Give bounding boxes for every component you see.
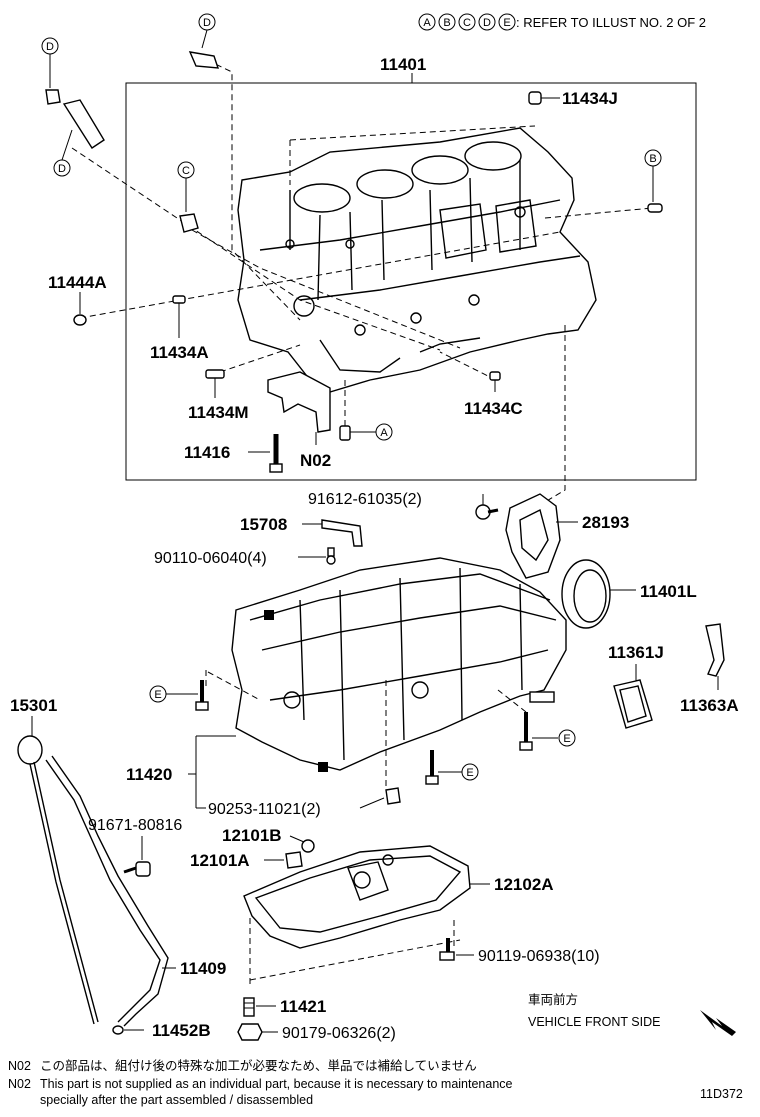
- part-11444A-label[interactable]: 11444A: [48, 273, 107, 292]
- part-11363A-seal: [705, 623, 725, 677]
- part-91612-bolt: [475, 504, 499, 520]
- note-n02-en-line1: This part is not supplied as an individu…: [40, 1077, 513, 1091]
- part-bolt-e-center: [425, 750, 439, 785]
- part-91612-label[interactable]: 91612-61035(2): [308, 491, 422, 508]
- part-12102A-oil-pan: [243, 845, 471, 949]
- part-11452B-oring: [112, 1025, 124, 1035]
- part-90119-bolt: [439, 938, 455, 961]
- part-90110-bolt: [326, 547, 336, 565]
- part-11416-bolt: [269, 434, 283, 473]
- part-28193-gasket: [505, 493, 561, 579]
- callout-e-left: E: [154, 689, 161, 701]
- part-11444A-plug: [73, 314, 87, 326]
- part-12101B-label[interactable]: 12101B: [222, 826, 282, 845]
- part-11401L-label[interactable]: 11401L: [640, 582, 697, 601]
- part-11434C-label[interactable]: 11434C: [464, 399, 523, 418]
- part-90179-nut: [237, 1023, 263, 1041]
- part-bolt-d: [45, 89, 61, 105]
- part-bolt-e-right: [519, 712, 533, 751]
- part-11409-guide-tube: [45, 755, 169, 1027]
- callout-c: C: [182, 165, 190, 177]
- part-11434J-label[interactable]: 11434J: [562, 89, 618, 108]
- callout-e-center: E: [466, 767, 473, 779]
- part-11401L-oil-seal: [561, 559, 611, 629]
- vehicle-front-en: VEHICLE FRONT SIDE: [528, 1015, 660, 1029]
- part-11416-label[interactable]: 11416: [184, 443, 230, 462]
- part-12101A-plug: [285, 851, 303, 869]
- part-90179-label[interactable]: 90179-06326(2): [282, 1025, 396, 1042]
- part-90110-label[interactable]: 90110-06040(4): [154, 550, 267, 567]
- ref-letter-d: D: [483, 17, 491, 29]
- callout-d-left: D: [46, 41, 54, 53]
- ref-letter-e: E: [503, 17, 510, 29]
- part-11420-label[interactable]: 11420: [126, 765, 172, 784]
- part-pin-b: [647, 203, 663, 213]
- part-12101B-gasket: [301, 839, 315, 853]
- part-11361J-cover: [613, 679, 653, 729]
- part-N02-label[interactable]: N02: [300, 451, 331, 470]
- part-11434A-pin: [172, 295, 186, 304]
- part-90119-label[interactable]: 90119-06938(10): [478, 948, 600, 965]
- part-90253-label[interactable]: 90253-11021(2): [208, 801, 321, 818]
- ref-note: : REFER TO ILLUST NO. 2 OF 2: [516, 15, 706, 30]
- callout-b: B: [649, 153, 656, 165]
- part-11434A-label[interactable]: 11434A: [150, 343, 209, 362]
- part-90253-plug: [385, 787, 401, 805]
- callout-e-right: E: [563, 733, 570, 745]
- part-12102A-label[interactable]: 12102A: [494, 875, 554, 894]
- crankcase: [231, 557, 567, 772]
- callout-d-top: D: [203, 17, 211, 29]
- part-sensor-d-left: [62, 99, 105, 149]
- callout-a: A: [380, 427, 388, 439]
- part-11434J-pin: [528, 91, 542, 105]
- part-sensor-c: [179, 213, 199, 233]
- cylinder-block: [237, 127, 597, 393]
- part-11434M-label[interactable]: 11434M: [188, 403, 249, 422]
- illustration-code: 11D372: [700, 1087, 743, 1101]
- note-n02-label-jp: N02: [8, 1059, 31, 1073]
- part-11421-label[interactable]: 11421: [280, 997, 326, 1016]
- part-91671-bolt: [123, 861, 151, 877]
- front-arrow-icon: [700, 1010, 736, 1036]
- part-N02-bearing-cap: [267, 371, 331, 433]
- callout-d-lower: D: [58, 163, 66, 175]
- note-n02-jp: この部品は、組付け後の特殊な加工が必要なため、単品では補給していません: [40, 1058, 477, 1073]
- part-11452B-label[interactable]: 11452B: [152, 1021, 211, 1040]
- part-15708-label[interactable]: 15708: [240, 515, 287, 534]
- part-11409-label[interactable]: 11409: [180, 959, 226, 978]
- ref-letter-b: B: [443, 17, 450, 29]
- part-11363A-label[interactable]: 11363A: [680, 696, 739, 715]
- ref-letter-a: A: [423, 17, 431, 29]
- reference-legend: A B C D E : REFER TO ILLUST NO. 2 OF 2: [418, 13, 706, 31]
- part-11361J-label[interactable]: 11361J: [608, 643, 664, 662]
- part-12101A-label[interactable]: 12101A: [190, 851, 250, 870]
- part-11421-stud: [243, 997, 255, 1017]
- part-sensor-d: [188, 51, 220, 69]
- part-15301-label[interactable]: 15301: [10, 696, 57, 715]
- part-11434C-pin: [489, 371, 501, 381]
- vehicle-front-jp: 車両前方: [528, 992, 578, 1007]
- cylinder-block-frame: [125, 82, 697, 481]
- part-bolt-e-left: [195, 680, 209, 711]
- note-n02-en-line2: specially after the part assembled / dis…: [40, 1093, 313, 1107]
- part-91671-label[interactable]: 91671-80816: [88, 817, 182, 834]
- note-n02-label-en: N02: [8, 1077, 31, 1091]
- part-11434M-pin: [205, 369, 225, 379]
- part-15301-dipstick: [17, 735, 99, 1025]
- part-11401-label[interactable]: 11401: [380, 55, 426, 74]
- part-15708-bracket: [321, 519, 363, 547]
- part-28193-label[interactable]: 28193: [582, 513, 629, 532]
- ref-letter-c: C: [463, 17, 471, 29]
- part-dowel-a: [339, 425, 351, 441]
